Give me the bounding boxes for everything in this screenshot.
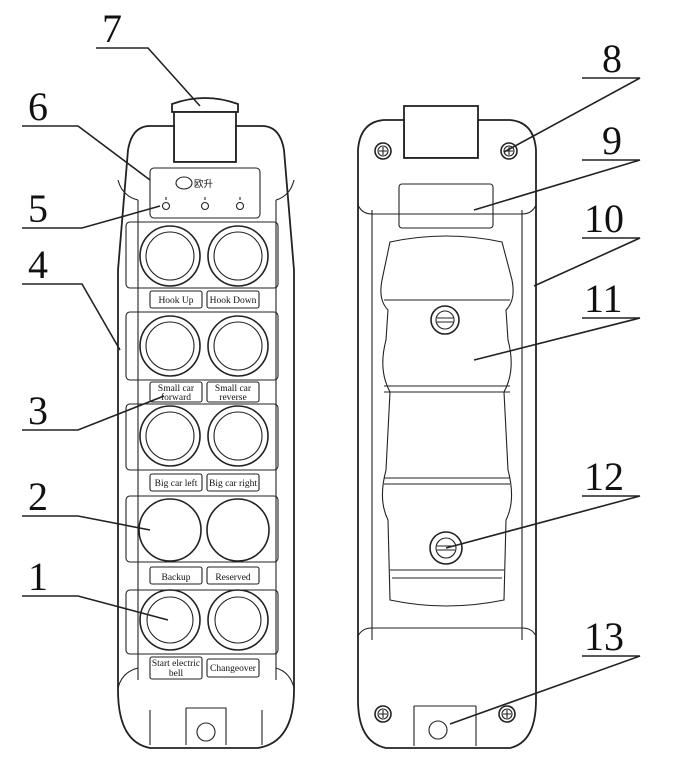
callout-numbers: 7 6 5 4 3 2 1 8 9 10 11 12 13	[28, 6, 624, 659]
callout-9: 9	[602, 118, 622, 163]
brand-text: 欧升	[194, 178, 214, 190]
label-start-bell-2: bell	[169, 669, 184, 679]
bottom-screw-left	[374, 705, 392, 723]
callout-2: 2	[28, 474, 48, 519]
indicator-light-2	[200, 201, 210, 211]
indicator-light-1	[161, 201, 171, 211]
brand-logo: 欧升	[175, 176, 214, 190]
bottom-screw-right	[498, 705, 516, 723]
label-small-car-forward-1: Small car	[158, 384, 195, 394]
callout-8: 8	[602, 36, 622, 81]
callout-3: 3	[28, 388, 48, 433]
label-small-car-reverse-2: reverse	[219, 393, 246, 403]
callout-4: 4	[28, 242, 48, 287]
label-small-car-reverse-1: Small car	[215, 384, 252, 394]
callout-7: 7	[102, 6, 122, 51]
back-label-window	[398, 183, 494, 229]
indicator-lights	[161, 197, 245, 211]
button-row-1	[125, 221, 279, 289]
lanyard-hole	[196, 722, 216, 742]
back-housing	[357, 119, 537, 749]
label-start-bell-1: Start electric	[152, 659, 200, 669]
button-row-4	[125, 495, 279, 563]
callout-11: 11	[584, 276, 623, 321]
label-big-car-left: Big car left	[155, 478, 198, 489]
callout-13: 13	[584, 614, 624, 659]
back-antenna	[403, 105, 479, 159]
label-hook-down: Hook Down	[210, 296, 257, 306]
button-row-2	[125, 311, 279, 381]
front-view: 欧升	[117, 97, 295, 749]
back-lanyard-hole	[428, 720, 448, 740]
leader-lines	[22, 47, 641, 725]
label-changeover: Changeover	[210, 664, 257, 674]
button-row-3	[125, 403, 279, 471]
label-small-car-forward-2: forward	[161, 392, 191, 403]
cover-screw-top	[430, 305, 460, 335]
label-reserved: Reserved	[215, 573, 251, 583]
indicator-light-3	[235, 201, 245, 211]
indicator-panel	[149, 167, 261, 219]
label-hook-up: Hook Up	[158, 296, 193, 306]
callout-10: 10	[584, 196, 624, 241]
back-view	[357, 105, 537, 749]
top-screw-left	[374, 142, 392, 160]
battery-cover	[380, 235, 514, 607]
label-backup: Backup	[161, 573, 190, 583]
callout-6: 6	[28, 84, 48, 129]
cover-screw-bottom	[429, 531, 463, 565]
button-row-5	[125, 589, 279, 655]
label-big-car-right: Big car right	[209, 479, 257, 489]
callout-12: 12	[584, 454, 624, 499]
callout-1: 1	[28, 554, 48, 599]
antenna-cap	[171, 97, 239, 113]
antenna-base	[173, 111, 237, 163]
callout-5: 5	[28, 186, 48, 231]
